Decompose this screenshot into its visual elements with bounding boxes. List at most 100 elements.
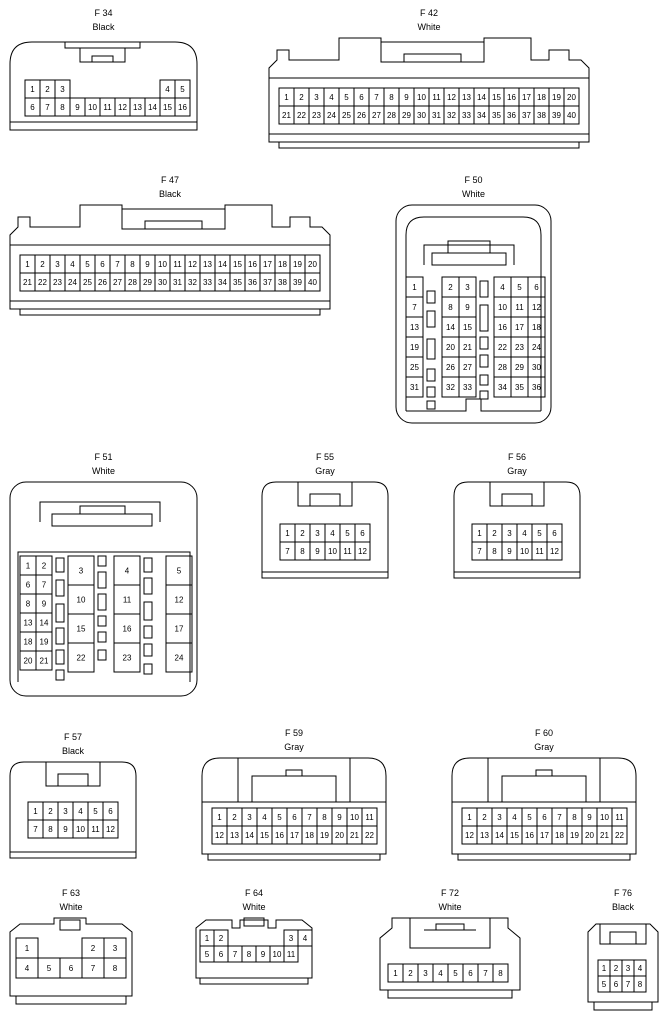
pin-number: 12 [118,103,127,112]
pin-number: 18 [278,260,287,269]
connector-color: Black [92,22,115,32]
pin-number: 4 [125,567,130,576]
pin-number: 20 [585,831,594,840]
pin-number: 13 [230,831,239,840]
pin-number: 1 [477,529,482,538]
pin-number: 15 [463,323,472,332]
pin-number: 28 [498,363,507,372]
pin-number: 20 [308,260,317,269]
pin-number: 10 [350,813,359,822]
pin-number: 17 [522,93,531,102]
pin-number: 29 [515,363,524,372]
pin-number: 1 [30,85,35,94]
pin-cell [633,975,647,993]
keying-slot [426,386,436,398]
pin-number: 16 [123,625,132,634]
pin-number: 3 [314,93,319,102]
pin-number: 8 [322,813,327,822]
pin-number: 3 [55,260,60,269]
pin-number: 22 [297,111,306,120]
pin-number: 14 [245,831,254,840]
pin-number: 6 [360,529,365,538]
pin-number: 39 [552,111,561,120]
pin-number: 30 [158,278,167,287]
pin-number: 3 [423,969,428,978]
pin-number: 11 [103,103,112,112]
connector-id: F 64 [244,888,263,898]
connector-color: Black [611,902,634,912]
pin-number: 33 [463,383,472,392]
pin-number: 13 [410,323,419,332]
connector-id: F 59 [284,728,303,738]
pin-number: 21 [40,657,49,666]
pin-number: 31 [173,278,182,287]
pin-number: 5 [345,529,350,538]
pin-number: 23 [123,654,132,663]
pin-number: 7 [483,969,488,978]
connector-id: F 56 [507,452,526,462]
connector-id: F 47 [160,175,179,185]
pin-number: 32 [447,111,456,120]
pin-number: 23 [515,343,524,352]
pin-number: 4 [303,934,308,943]
pin-number: 14 [148,103,157,112]
pin-number: 5 [453,969,458,978]
pin-number: 27 [372,111,381,120]
connector-color: White [461,189,485,199]
pin-number: 12 [188,260,197,269]
connector-color: Gray [284,742,304,752]
pin-number: 22 [365,831,374,840]
pin-number: 11 [515,303,524,312]
pin-number: 29 [402,111,411,120]
pin-number: 29 [143,278,152,287]
pin-number: 3 [289,934,294,943]
pin-number: 7 [115,260,120,269]
connector-color: Black [61,746,84,756]
pin-cell [304,272,321,292]
pin-number: 8 [448,303,453,312]
pin-number: 1 [33,807,38,816]
pin-number: 17 [540,831,549,840]
pin-number: 26 [98,278,107,287]
pin-number: 40 [308,278,317,287]
pin-number: 30 [417,111,426,120]
keying-slot [143,643,153,657]
pin-number: 21 [600,831,609,840]
pin-number: 9 [75,103,80,112]
pin-number: 24 [327,111,336,120]
pin-number: 6 [30,103,35,112]
pin-number: 1 [26,562,31,571]
pin-number: 8 [113,964,118,973]
pin-number: 19 [40,638,49,647]
pin-number: 8 [572,813,577,822]
connector-color: White [242,902,266,912]
pin-number: 8 [498,969,503,978]
pin-number: 6 [69,964,74,973]
pin-number: 32 [188,278,197,287]
pin-number: 5 [177,567,182,576]
keying-slot [97,593,107,611]
pin-number: 10 [520,547,529,556]
pin-number: 5 [85,260,90,269]
pin-number: 7 [42,581,47,590]
pin-number: 5 [47,964,52,973]
pin-number: 5 [537,529,542,538]
connector-color: Gray [534,742,554,752]
pin-number: 21 [282,111,291,120]
pin-number: 1 [25,944,30,953]
pin-cell [611,825,628,845]
keying-slot [97,631,107,643]
pin-number: 10 [600,813,609,822]
pin-number: 24 [68,278,77,287]
pin-number: 17 [263,260,272,269]
